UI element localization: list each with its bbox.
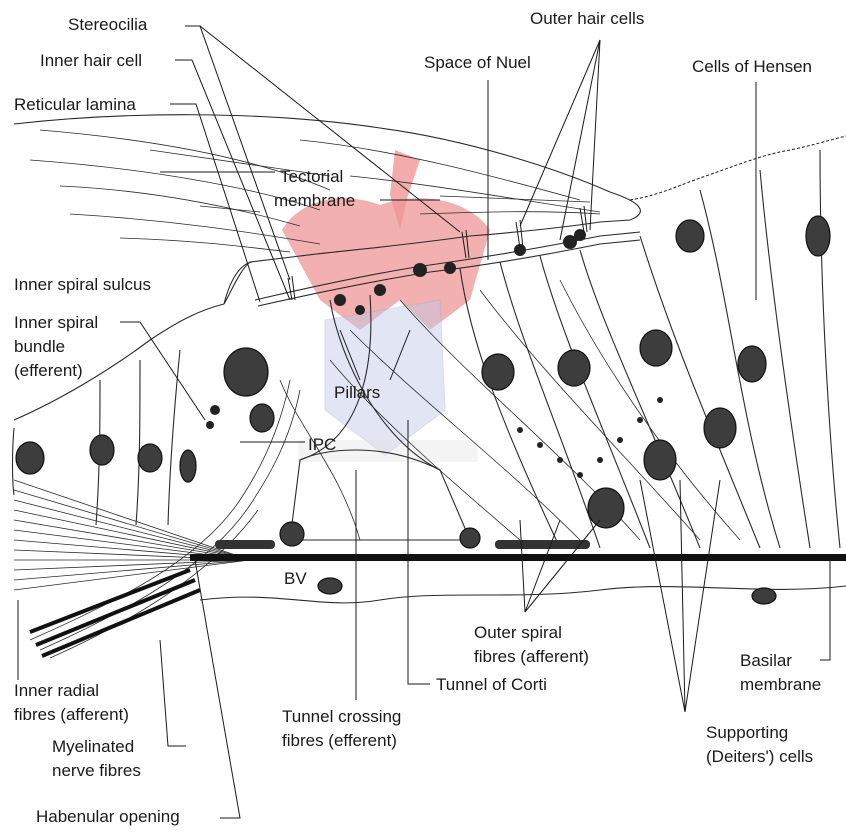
label-tunnel-crossing-line1: Tunnel crossing: [282, 707, 401, 726]
label-myelinated-line2: nerve fibres: [52, 761, 141, 780]
label-tunnel-crossing-line2: fibres (efferent): [282, 731, 397, 750]
label-space-of-nuel: Space of Nuel: [424, 53, 531, 72]
label-cells-of-hensen: Cells of Hensen: [692, 57, 812, 76]
label-pillars: Pillars: [334, 383, 380, 402]
label-tunnel-of-corti: Tunnel of Corti: [436, 675, 547, 694]
label-myelinated-line1: Myelinated: [52, 737, 134, 756]
label-supporting-line2: (Deiters') cells: [706, 747, 813, 766]
label-inner-spiral-sulcus: Inner spiral sulcus: [14, 275, 151, 294]
cell-walls: [96, 150, 840, 548]
label-outer-spiral-line1: Outer spiral: [474, 623, 562, 642]
label-inner-spiral-bundle-line2: bundle: [14, 337, 65, 356]
label-basilar-line1: Basilar: [740, 651, 792, 670]
label-stereocilia: Stereocilia: [68, 15, 148, 34]
label-tectorial-line2: membrane: [274, 191, 355, 210]
label-inner-spiral-bundle-line1: Inner spiral: [14, 313, 98, 332]
label-inner-spiral-bundle-line3: (efferent): [14, 361, 83, 380]
label-bv: BV: [284, 569, 307, 588]
label-reticular-lamina: Reticular lamina: [14, 95, 136, 114]
label-outer-spiral-line2: fibres (afferent): [474, 647, 589, 666]
label-ipc: IPC: [308, 435, 336, 454]
label-outer-hair-cells: Outer hair cells: [530, 9, 644, 28]
label-tectorial-line1: Tectorial: [280, 167, 343, 186]
label-inner-radial-line2: fibres (afferent): [14, 705, 129, 724]
label-basilar-line2: membrane: [740, 675, 821, 694]
label-habenular-opening: Habenular opening: [36, 807, 180, 826]
label-inner-radial-line1: Inner radial: [14, 681, 99, 700]
label-inner-hair-cell: Inner hair cell: [40, 51, 142, 70]
label-supporting-line1: Supporting: [706, 723, 788, 742]
